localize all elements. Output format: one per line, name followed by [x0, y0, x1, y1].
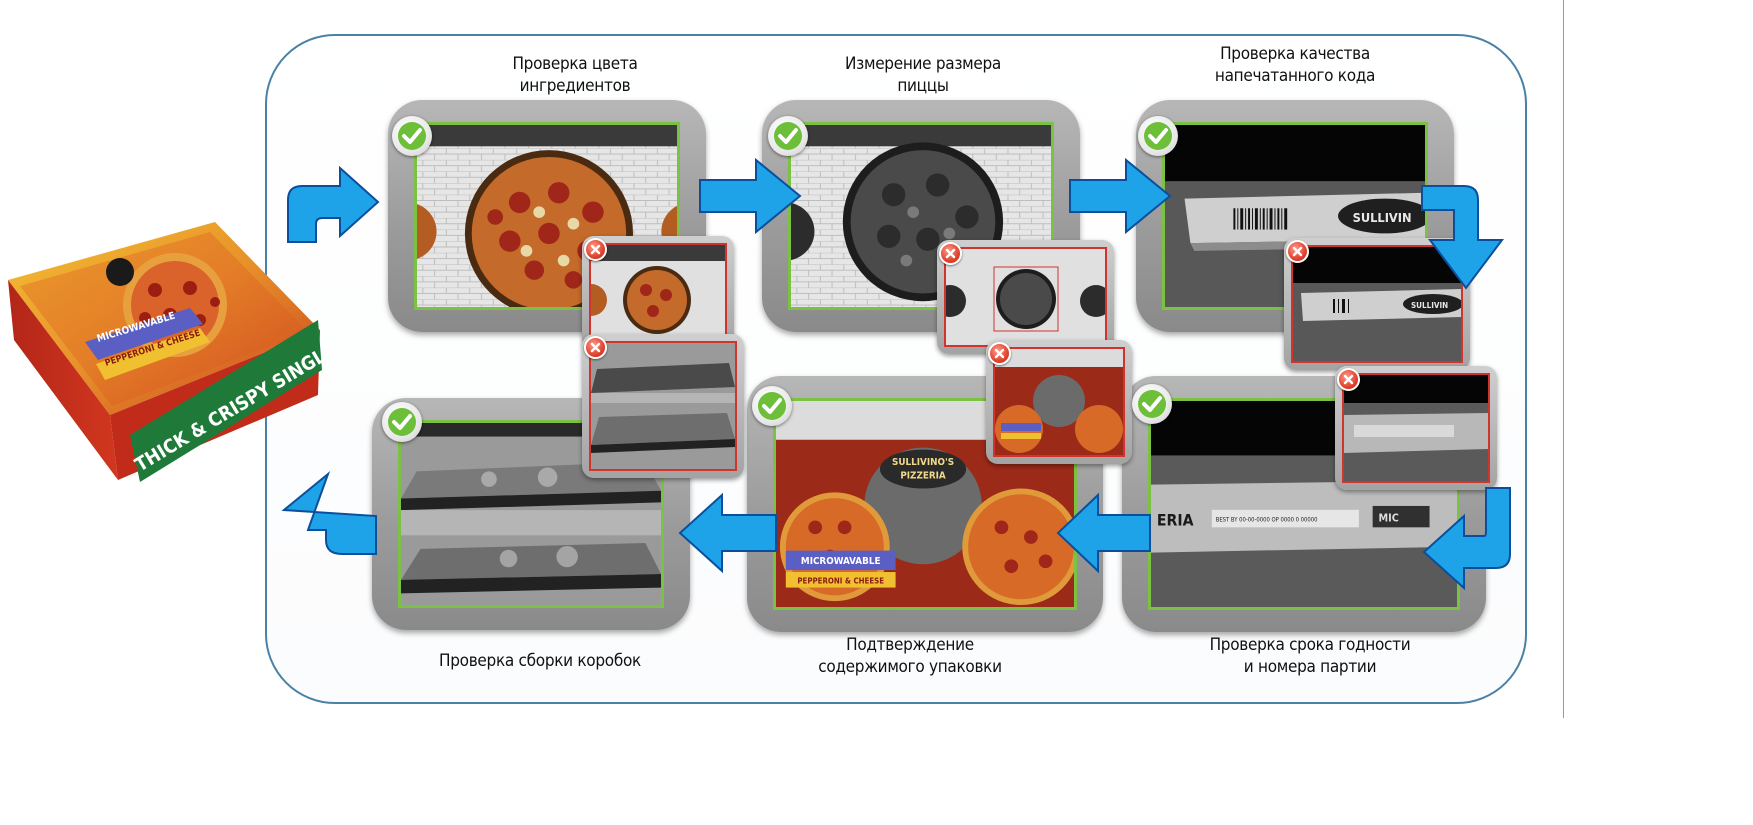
package-tag-1: MICROWAVABLE	[801, 556, 881, 567]
station-4-title: Проверка срока годности и номера партии	[1209, 635, 1411, 677]
fail-x-icon	[939, 242, 962, 265]
fail-x-icon	[584, 336, 607, 359]
pass-checkmark-icon	[1132, 384, 1172, 424]
pass-checkmark-icon	[768, 116, 808, 156]
brand-subtitle: PIZZERIA	[900, 471, 946, 482]
pizza-box-image: MICROWAVABLE PEPPERONI & CHEESE THICK & …	[8, 222, 330, 482]
date-lot-code: BEST BY 00-00-0000 OP 0000 0 00000	[1216, 518, 1318, 524]
pass-checkmark-icon	[752, 386, 792, 426]
pass-checkmark-icon	[392, 116, 432, 156]
station-5-title: Подтверждение содержимого упаковки	[818, 635, 1002, 677]
station-1-fail-inset	[582, 236, 734, 350]
box-brand-fragment: ERIA	[1157, 511, 1194, 529]
pass-checkmark-icon	[382, 402, 422, 442]
flow-arrow-icon	[1069, 157, 1172, 235]
station-1-title: Проверка цвета ингредиентов	[512, 54, 638, 96]
station-3-title: Проверка качества напечатанного кода	[1214, 44, 1376, 86]
station-6-title: Проверка сборки коробок	[439, 651, 641, 671]
flow-arrow-icon	[1422, 487, 1511, 591]
station-5-fail-inset	[986, 340, 1132, 464]
station-4-fail-inset	[1335, 366, 1497, 490]
flow-arrow-icon	[281, 470, 377, 555]
brand-name: SULLIVINO'S	[892, 457, 954, 468]
box-text-fragment: MIC	[1379, 512, 1399, 525]
station-6-screen	[398, 420, 664, 608]
station-6-fail-inset	[582, 334, 744, 478]
print-code-fail: SULLIVIN	[1411, 301, 1448, 310]
fail-x-icon	[988, 342, 1011, 365]
fail-x-icon	[584, 238, 607, 261]
flow-arrow-icon	[1421, 185, 1504, 290]
station-3-fail-inset: SULLIVIN	[1284, 238, 1470, 370]
flow-arrow-icon	[699, 157, 802, 235]
station-2-title: Измерение размера пиццы	[844, 54, 1001, 96]
pass-checkmark-icon	[1138, 116, 1178, 156]
fail-x-icon	[1337, 368, 1360, 391]
flow-arrow-icon	[678, 492, 777, 574]
station-2-fail-inset	[937, 240, 1114, 354]
flow-arrow-icon	[287, 165, 380, 243]
print-code: SULLIVIN	[1353, 210, 1412, 225]
fail-x-icon	[1286, 240, 1309, 263]
divider-line	[1563, 0, 1564, 718]
flow-arrow-icon	[1056, 492, 1151, 574]
package-tag-2: PEPPERONI & CHEESE	[797, 577, 884, 586]
